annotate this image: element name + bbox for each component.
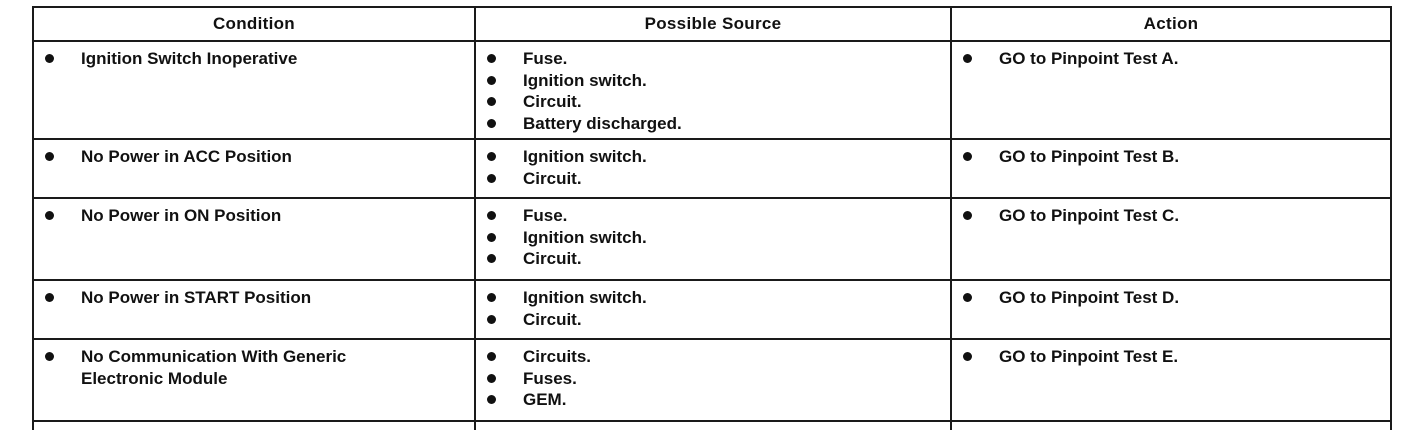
condition-cell: No Power in ACC Position [32,138,476,199]
table-row-partial [32,420,1392,430]
condition-cell: No Communication With Generic Electronic… [32,338,476,422]
source-item: Circuit. [476,248,950,270]
source-cell: Circuits. Fuses. GEM. [474,338,952,422]
action-text: GO to Pinpoint Test D. [952,287,1390,309]
action-text: GO to Pinpoint Test E. [952,346,1390,368]
source-cell: Ignition switch. Circuit. [474,138,952,199]
source-item: Circuits. [476,346,950,368]
empty-cell [474,420,952,430]
condition-text: No Power in ON Position [34,205,474,227]
condition-line: No Communication With Generic [81,347,347,366]
condition-text: Ignition Switch Inoperative [34,48,474,70]
condition-line: Electronic Module [81,368,228,388]
source-item: Ignition switch. [476,287,950,309]
source-item: Battery discharged. [476,113,950,135]
action-text: GO to Pinpoint Test B. [952,146,1390,168]
condition-cell: No Power in START Position [32,279,476,340]
symptom-chart-table: Condition Possible Source Action Ignitio… [32,6,1392,430]
condition-text: No Communication With Generic Electronic… [34,346,474,389]
source-item: Fuses. [476,368,950,390]
condition-text: No Power in START Position [34,287,474,309]
source-item: Ignition switch. [476,227,950,249]
condition-text: No Power in ACC Position [34,146,474,168]
source-item: Ignition switch. [476,146,950,168]
condition-cell: No Power in ON Position [32,197,476,281]
table-row: No Communication With Generic Electronic… [32,338,1392,422]
action-cell: GO to Pinpoint Test C. [950,197,1392,281]
source-item: Circuit. [476,91,950,113]
header-possible-source: Possible Source [474,6,952,42]
source-item: Fuse. [476,205,950,227]
source-item: Fuse. [476,48,950,70]
table-row: No Power in ACC Position Ignition switch… [32,138,1392,199]
condition-cell: Ignition Switch Inoperative [32,40,476,140]
source-item: GEM. [476,389,950,411]
action-cell: GO to Pinpoint Test D. [950,279,1392,340]
source-cell: Fuse. Ignition switch. Circuit. [474,197,952,281]
action-cell: GO to Pinpoint Test B. [950,138,1392,199]
action-text: GO to Pinpoint Test A. [952,48,1390,70]
table-row: Ignition Switch Inoperative Fuse. Igniti… [32,40,1392,140]
table-row: No Power in ON Position Fuse. Ignition s… [32,197,1392,281]
action-text: GO to Pinpoint Test C. [952,205,1390,227]
table-row: No Power in START Position Ignition swit… [32,279,1392,340]
source-item: Circuit. [476,168,950,190]
empty-cell [32,420,476,430]
action-cell: GO to Pinpoint Test A. [950,40,1392,140]
source-cell: Fuse. Ignition switch. Circuit. Battery … [474,40,952,140]
header-condition: Condition [32,6,476,42]
source-cell: Ignition switch. Circuit. [474,279,952,340]
action-cell: GO to Pinpoint Test E. [950,338,1392,422]
table-header-row: Condition Possible Source Action [32,6,1392,42]
header-action: Action [950,6,1392,42]
empty-cell [950,420,1392,430]
source-item: Circuit. [476,309,950,331]
source-item: Ignition switch. [476,70,950,92]
